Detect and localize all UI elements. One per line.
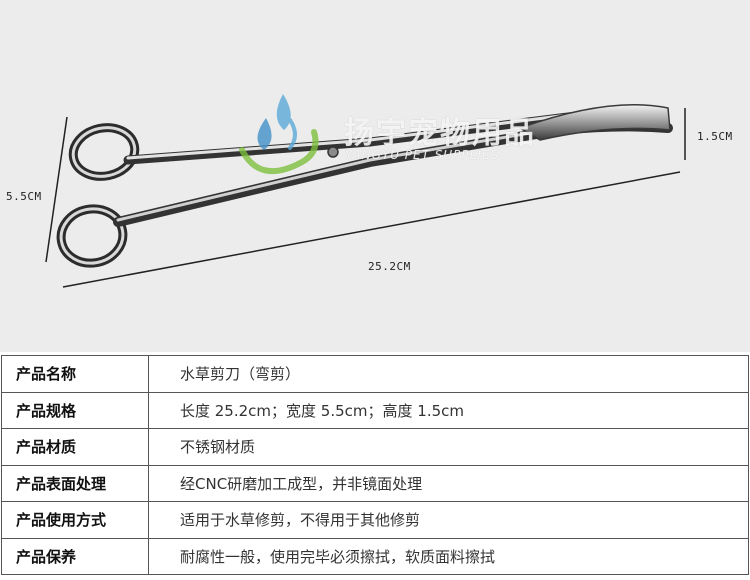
pivot-screw [327, 146, 339, 158]
spec-value: 水草剪刀（弯剪） [148, 355, 749, 393]
length-label: 25.2CM [368, 260, 411, 273]
spec-row-care: 产品保养 耐腐性一般，使用完毕必须擦拭，软质面料擦拭 [1, 537, 749, 575]
spec-label: 产品名称 [1, 355, 149, 393]
spec-row-size: 产品规格 长度 25.2cm；宽度 5.5cm；高度 1.5cm [1, 391, 749, 429]
spec-label: 产品材质 [1, 428, 149, 466]
upper-finger-ring [68, 123, 140, 181]
spec-row-usage: 产品使用方式 适用于水草修剪，不得用于其他修剪 [1, 501, 749, 539]
spec-label: 产品规格 [1, 391, 149, 429]
spec-row-name: 产品名称 水草剪刀（弯剪） [1, 355, 749, 393]
width-label: 5.5CM [6, 190, 42, 203]
spec-label: 产品保养 [1, 537, 149, 575]
height-label: 1.5CM [697, 130, 733, 143]
curved-blade [518, 104, 671, 141]
spec-value: 耐腐性一般，使用完毕必须擦拭，软质面料擦拭 [148, 537, 749, 575]
spec-value: 适用于水草修剪，不得用于其他修剪 [148, 501, 749, 539]
spec-value: 经CNC研磨加工成型，并非镜面处理 [148, 464, 749, 502]
brand-logo [239, 94, 319, 174]
length-dimension-line [62, 171, 681, 288]
spec-label: 产品使用方式 [1, 501, 149, 539]
watermark-chinese: 扬宇宠物用品 [344, 116, 536, 151]
lower-finger-ring [56, 204, 128, 268]
spec-row-material: 产品材质 不锈钢材质 [1, 428, 749, 466]
spec-value: 长度 25.2cm；宽度 5.5cm；高度 1.5cm [148, 391, 749, 429]
spec-label: 产品表面处理 [1, 464, 149, 502]
product-photo: 扬宇宠物用品 YANGYU PET SUPPLIES 25.2CM 5.5CM … [0, 0, 750, 352]
watermark-english: YANGYU PET SUPPLIES [345, 148, 500, 162]
spec-value: 不锈钢材质 [148, 428, 749, 466]
width-dimension-line [45, 116, 68, 263]
spec-table: 产品名称 水草剪刀（弯剪） 产品规格 长度 25.2cm；宽度 5.5cm；高度… [1, 355, 749, 575]
spec-row-finish: 产品表面处理 经CNC研磨加工成型，并非镜面处理 [1, 464, 749, 502]
scissors-illustration [45, 94, 686, 288]
